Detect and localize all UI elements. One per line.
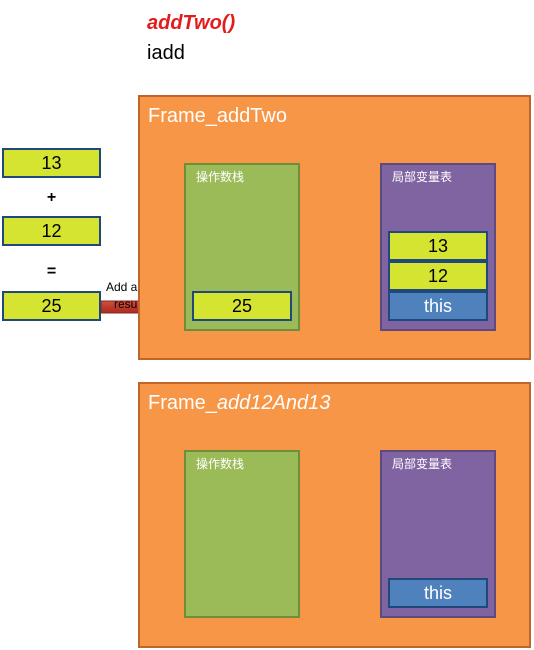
local-variable-table: 局部变量表 this xyxy=(380,450,496,618)
local-variable-this: this xyxy=(388,578,488,608)
local-variable-table-label: 局部变量表 xyxy=(392,457,453,471)
local-variable-this: this xyxy=(388,291,488,321)
frame-title: Frame_add12And13 xyxy=(148,390,330,416)
operand-13-box: 13 xyxy=(2,148,101,178)
frame-title: Frame_addTwo xyxy=(148,103,287,129)
operand-stack-value: 25 xyxy=(192,291,292,321)
operand-stack-label: 操作数栈 xyxy=(196,457,245,471)
local-variable-table: 局部变量表 13 12 this xyxy=(380,163,496,331)
method-title: addTwo() xyxy=(147,12,236,34)
frame-title-name: add12And13 xyxy=(216,392,331,414)
operand-stack: 操作数栈 xyxy=(184,450,300,618)
instruction-label: iadd xyxy=(147,42,185,64)
operand-12-box: 12 xyxy=(2,216,101,246)
result-25-box: 25 xyxy=(2,291,101,321)
equals-sign: = xyxy=(46,263,57,280)
frame-add12and13: Frame_add12And13 操作数栈 局部变量表 this xyxy=(138,382,531,648)
local-variable-12: 12 xyxy=(388,261,488,291)
frame-title-prefix: Frame_ xyxy=(148,105,217,127)
local-variable-13: 13 xyxy=(388,231,488,261)
frame-title-name: addTwo xyxy=(216,105,287,127)
plus-sign: + xyxy=(46,189,57,206)
operand-stack-label: 操作数栈 xyxy=(196,170,245,184)
operand-stack: 操作数栈 25 xyxy=(184,163,300,331)
frame-title-prefix: Frame_ xyxy=(148,392,217,414)
frame-addtwo: Frame_addTwo 操作数栈 25 局部变量表 13 12 this xyxy=(138,95,531,360)
local-variable-table-label: 局部变量表 xyxy=(392,170,453,184)
